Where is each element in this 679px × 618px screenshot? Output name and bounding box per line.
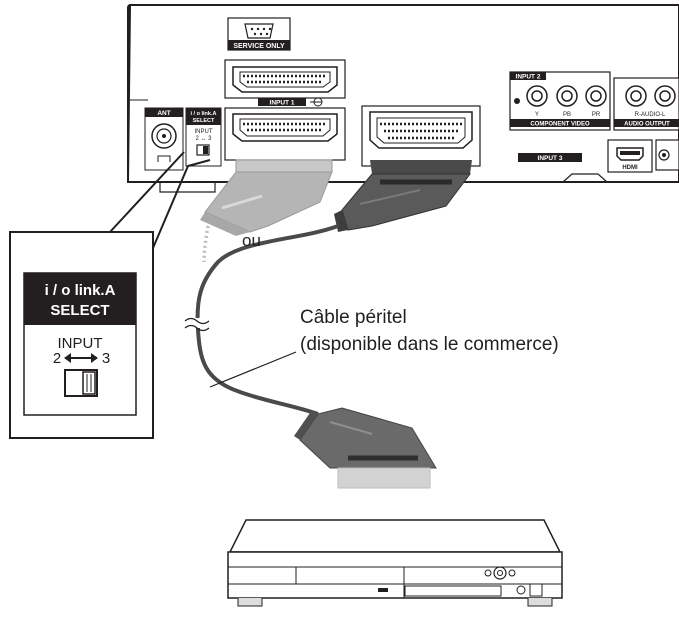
callout-input-label: INPUT <box>58 335 103 352</box>
pr-label: PR <box>592 112 601 118</box>
cable-label-line1: Câble péritel <box>300 307 407 328</box>
or-label: ou <box>242 231 261 250</box>
scart-cable <box>184 224 339 416</box>
callout-number-3: 3 <box>102 350 110 367</box>
dvd-recorder <box>227 519 563 607</box>
switch-callout: i / o link.A SELECT INPUT 2 3 <box>9 151 211 439</box>
rear-panel: SERVICE ONLY ANT i / o link.A SELECT INP… <box>126 4 679 193</box>
hdmi-label: HDMI <box>622 165 638 171</box>
io-link-switch-panel: i / o link.A SELECT INPUT 2 ↔ 3 <box>185 107 222 167</box>
slide-switch-icon <box>64 369 98 397</box>
ant-label: ANT <box>157 110 170 117</box>
y-label: Y <box>535 112 539 118</box>
hdmi-port: HDMI <box>607 139 679 173</box>
cable-leader-line <box>209 351 297 388</box>
switch-range: 2 ↔ 3 <box>195 136 212 142</box>
scart-input-1: INPUT 1 <box>224 59 346 107</box>
scart-input-2 <box>224 107 346 161</box>
scart-input-3: INPUT 3 <box>361 105 582 167</box>
double-arrow-icon <box>64 353 98 363</box>
scart-plug-alternative <box>200 159 333 236</box>
switch-input: INPUT <box>195 129 213 135</box>
input2-label: INPUT 2 <box>516 74 541 81</box>
component-video-inputs: INPUT 2 Y PB PR COMPONENT VIDEO <box>509 71 611 131</box>
r-audio-l-label: R-AUDIO-L <box>635 112 666 118</box>
service-only-label: SERVICE ONLY <box>233 43 285 50</box>
pb-label: PB <box>563 112 571 118</box>
scart-plug-input-3 <box>334 160 472 232</box>
switch-line2: SELECT <box>193 118 215 124</box>
callout-title-line1: i / o link.A <box>45 282 116 299</box>
input1-label: INPUT 1 <box>270 100 295 107</box>
service-port: SERVICE ONLY <box>227 17 291 51</box>
audio-output-label: AUDIO OUTPUT <box>624 122 670 128</box>
cable-label-line2: (disponible dans le commerce) <box>300 334 559 355</box>
callout-title-line2: SELECT <box>50 302 109 319</box>
audio-output: R-AUDIO-L AUDIO OUTPUT <box>613 77 679 131</box>
switch-line1: i / o link.A <box>191 111 217 117</box>
scart-plug-recorder <box>294 407 437 489</box>
callout-number-2: 2 <box>53 350 61 367</box>
input3-label: INPUT 3 <box>538 155 563 162</box>
component-video-label: COMPONENT VIDEO <box>530 122 590 128</box>
